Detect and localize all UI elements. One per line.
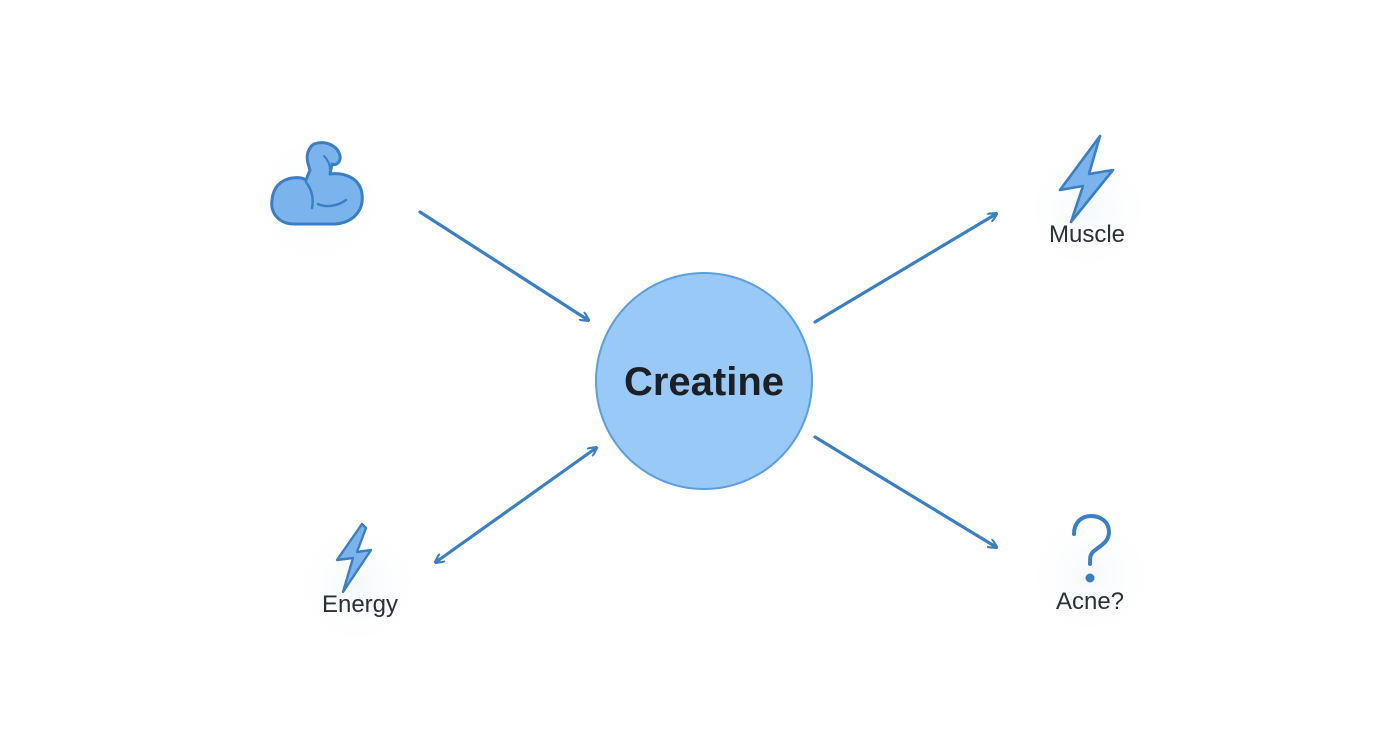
arrow-top-left-to-center [418,210,588,320]
bottom-left-node: Energy [322,522,398,618]
arrow-center-to-top-right [813,214,996,324]
center-label: Creatine [624,360,784,404]
bottom-right-node: Acne? [1056,513,1124,615]
top-right-node: Muscle [1049,134,1125,248]
top-right-label: Muscle [1049,221,1125,248]
flexed-bicep-icon [270,141,364,226]
lightning-bolt-icon [1058,134,1115,224]
center-node: Creatine [595,272,813,490]
arrow-center-to-bottom-right [813,435,996,547]
arrows [418,210,996,562]
arrow-bottom-left-center-bidirectional [436,448,596,562]
lightning-bolt-icon [335,522,373,594]
bottom-left-label: Energy [322,591,398,618]
question-mark-icon [1072,513,1112,583]
bottom-right-label: Acne? [1056,588,1124,615]
